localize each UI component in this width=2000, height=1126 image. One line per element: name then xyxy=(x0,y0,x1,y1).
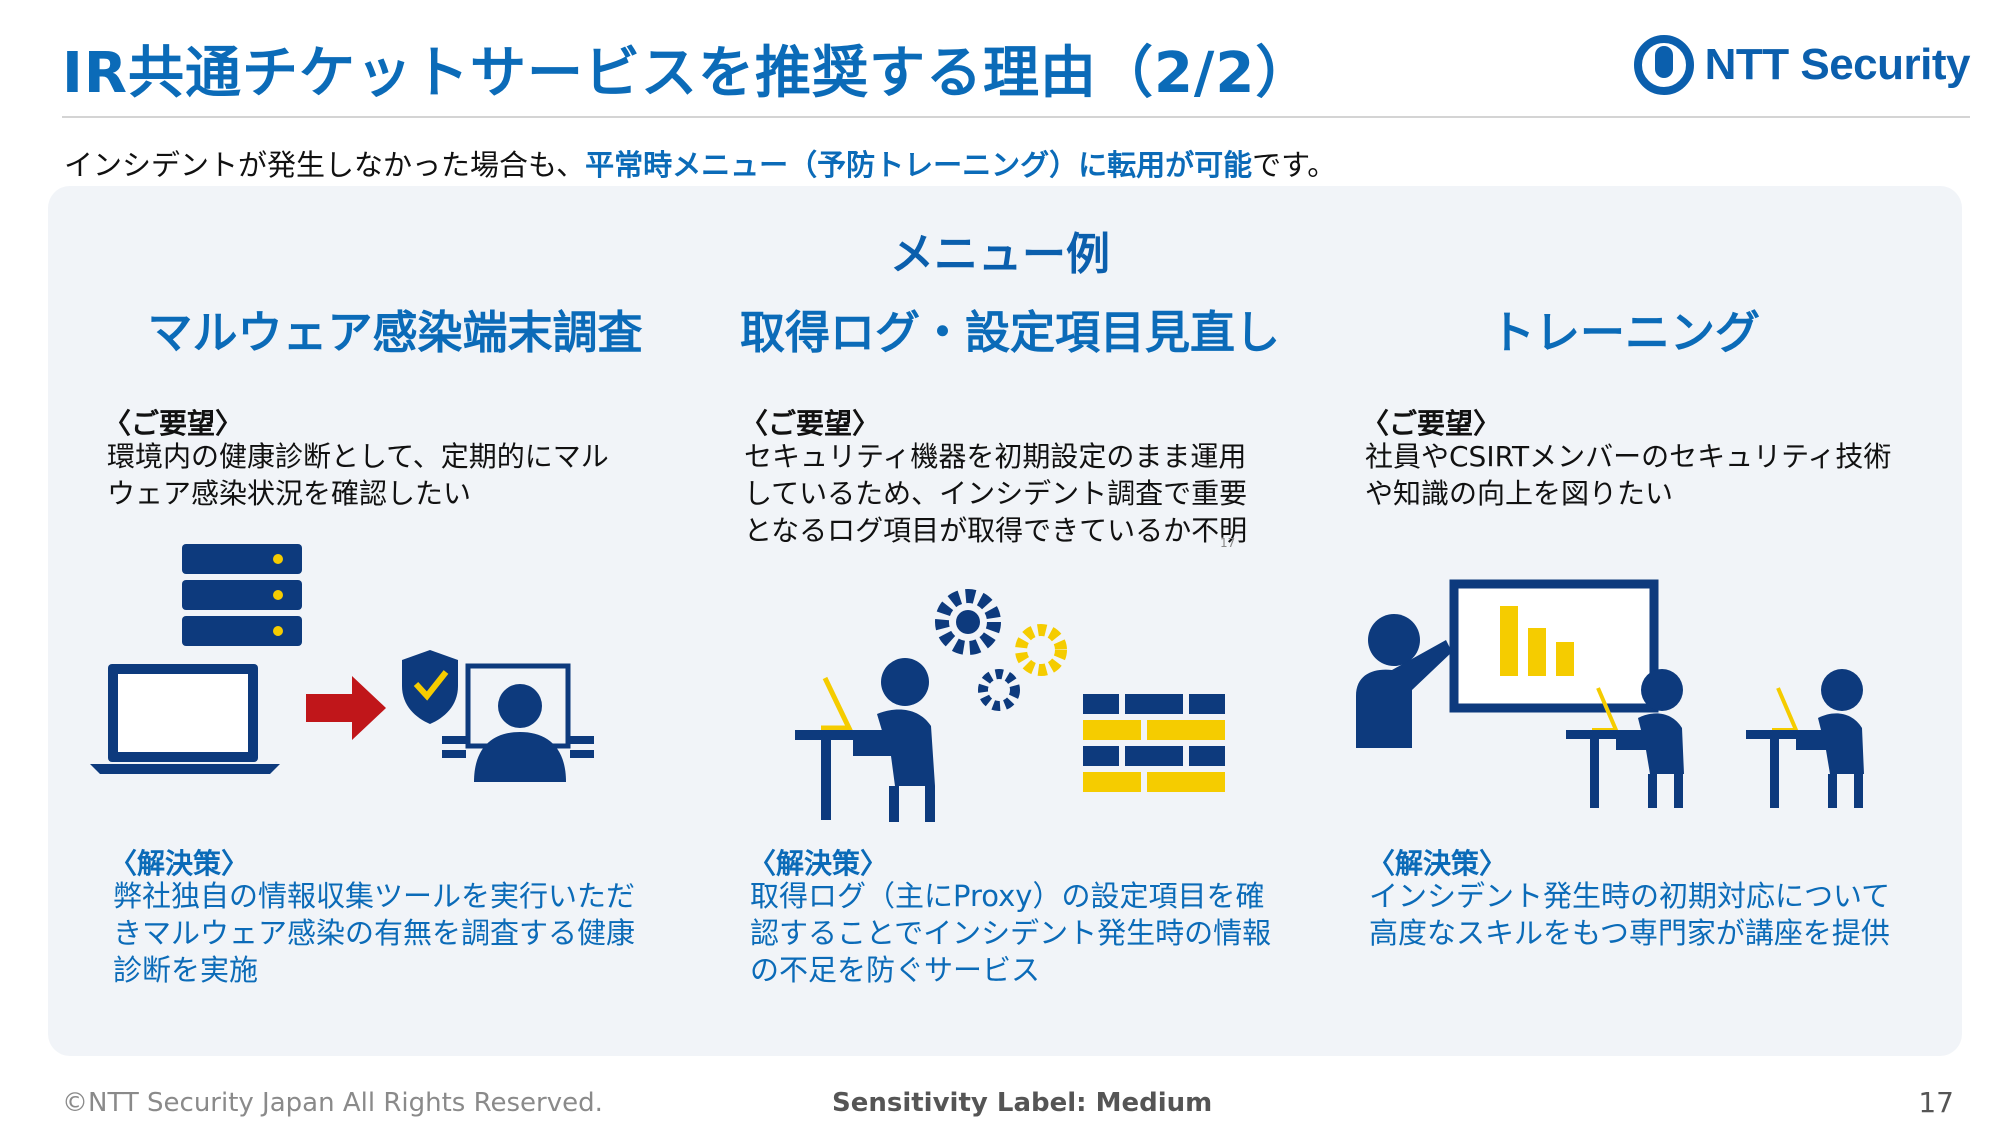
footer-sensitivity-label: Sensitivity Label: Medium xyxy=(832,1088,1213,1118)
footer-copyright: ©NTT Security Japan All Rights Reserved. xyxy=(62,1088,603,1118)
server-icon xyxy=(182,544,302,646)
presentation-board-icon xyxy=(1449,579,1659,713)
solution-label: 〈解決策〉 xyxy=(748,847,889,880)
arrow-right-icon xyxy=(306,676,386,740)
ntt-security-logo: NTT Security xyxy=(1633,30,1971,100)
request-text: セキュリティ機器を初期設定のまま運用しているため、インシデント調査で重要となるロ… xyxy=(744,440,1248,547)
gear-icon xyxy=(935,589,1067,711)
slide-title: IR共通チケットサービスを推奨する理由（2/2） xyxy=(62,41,1313,106)
logo-text: NTT Security xyxy=(1704,40,1971,89)
request-label: 〈ご要望〉 xyxy=(1361,407,1502,440)
stray-page-mark: 17 xyxy=(1220,536,1236,550)
request-label: 〈ご要望〉 xyxy=(740,407,881,440)
column-heading: マルウェア感染端末調査 xyxy=(147,306,643,359)
footer-page-number: 17 xyxy=(1918,1086,1954,1119)
ntt-logo-icon xyxy=(1633,35,1694,95)
training-illustration xyxy=(1356,579,1864,808)
learner-icon xyxy=(1746,669,1864,808)
log-settings-illustration xyxy=(795,589,1225,822)
log-blocks-icon xyxy=(1083,694,1225,792)
request-text: 環境内の健康診断として、定期的にマルウェア感染状況を確認したい xyxy=(107,440,609,510)
laptop-icon xyxy=(90,664,280,774)
column-log-settings-review: 取得ログ・設定項目見直し 〈ご要望〉 セキュリティ機器を初期設定のまま運用してい… xyxy=(700,296,1320,987)
solution-text: 弊社独自の情報収集ツールを実行いただきマルウェア感染の有無を調査する健康診断を実… xyxy=(113,879,636,987)
intro-highlight: 平常時メニュー（予防トレーニング）に転用が可能 xyxy=(585,148,1253,182)
malware-investigation-illustration xyxy=(90,544,594,782)
trainer-icon xyxy=(1356,614,1452,748)
request-text: 社員やCSIRTメンバーのセキュリティ技術や知識の向上を図りたい xyxy=(1365,440,1892,510)
column-malware-investigation: マルウェア感染端末調査 〈ご要望〉 環境内の健康診断として、定期的にマルウェア感… xyxy=(85,296,705,987)
person-at-desk-icon xyxy=(795,658,935,822)
header-divider xyxy=(62,116,1970,118)
intro-after: です。 xyxy=(1252,148,1337,182)
analyst-shield-icon xyxy=(402,650,594,782)
solution-text: 取得ログ（主にProxy）の設定項目を確認することでインシデント発生時の情報の不… xyxy=(750,879,1272,987)
column-heading: トレーニング xyxy=(1489,306,1760,359)
learner-icon xyxy=(1566,669,1684,808)
column-training: トレーニング 〈ご要望〉 社員やCSIRTメンバーのセキュリティ技術や知識の向上… xyxy=(1315,296,1935,950)
solution-text: インシデント発生時の初期対応について高度なスキルをもつ専門家が講座を提供 xyxy=(1369,879,1891,950)
solution-label: 〈解決策〉 xyxy=(1367,847,1508,880)
intro-text: インシデントが発生しなかった場合も、平常時メニュー（予防トレーニング）に転用が可… xyxy=(64,142,1336,184)
request-label: 〈ご要望〉 xyxy=(103,407,244,440)
solution-label: 〈解決策〉 xyxy=(109,847,250,880)
intro-before: インシデントが発生しなかった場合も、 xyxy=(64,148,586,182)
panel-title: メニュー例 xyxy=(890,229,1110,280)
column-heading: 取得ログ・設定項目見直し xyxy=(739,306,1280,359)
